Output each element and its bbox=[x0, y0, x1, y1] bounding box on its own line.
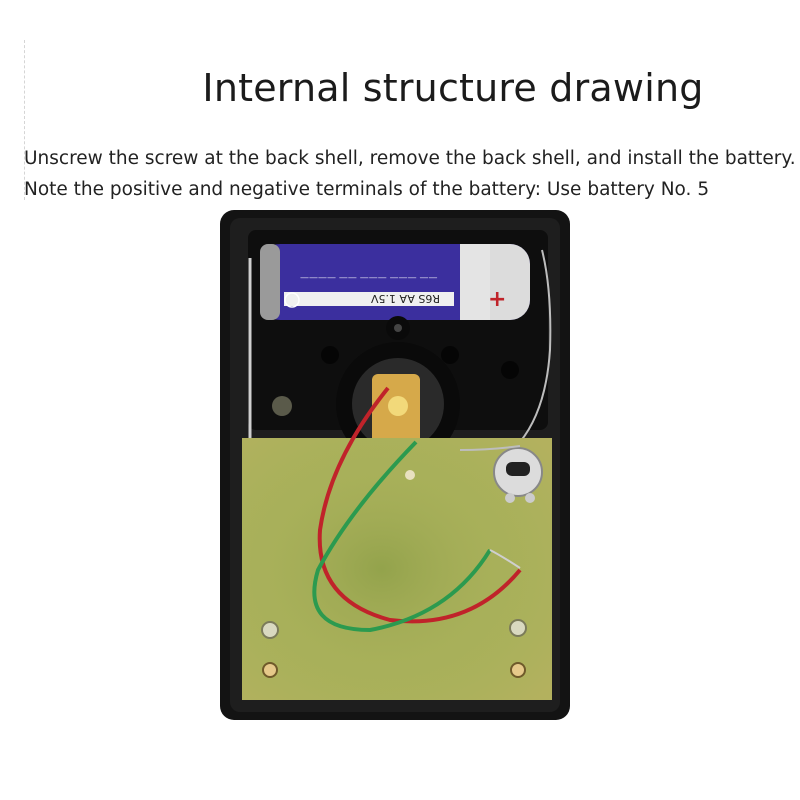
instruction-line-2: Note the positive and negative terminals… bbox=[24, 179, 710, 200]
bulb-socket bbox=[336, 316, 460, 466]
battery: ———— —— ——— ——— —— R6S AA 1.5V + bbox=[260, 244, 530, 320]
green-wire bbox=[312, 440, 492, 633]
potentiometer bbox=[493, 447, 543, 503]
svg-text:———— —— ——— ——— ——: ———— —— ——— ——— —— bbox=[300, 273, 437, 283]
battery-plus-sign: + bbox=[488, 287, 506, 312]
instruction-line-1: Unscrew the screw at the back shell, rem… bbox=[24, 148, 796, 169]
device-internal-photo: ———— —— ——— ——— —— R6S AA 1.5V + bbox=[220, 210, 570, 720]
page-title: Internal structure drawing bbox=[202, 66, 704, 110]
battery-label: R6S AA 1.5V bbox=[371, 292, 440, 305]
red-wire bbox=[317, 386, 522, 624]
left-edge-dash bbox=[24, 40, 26, 200]
